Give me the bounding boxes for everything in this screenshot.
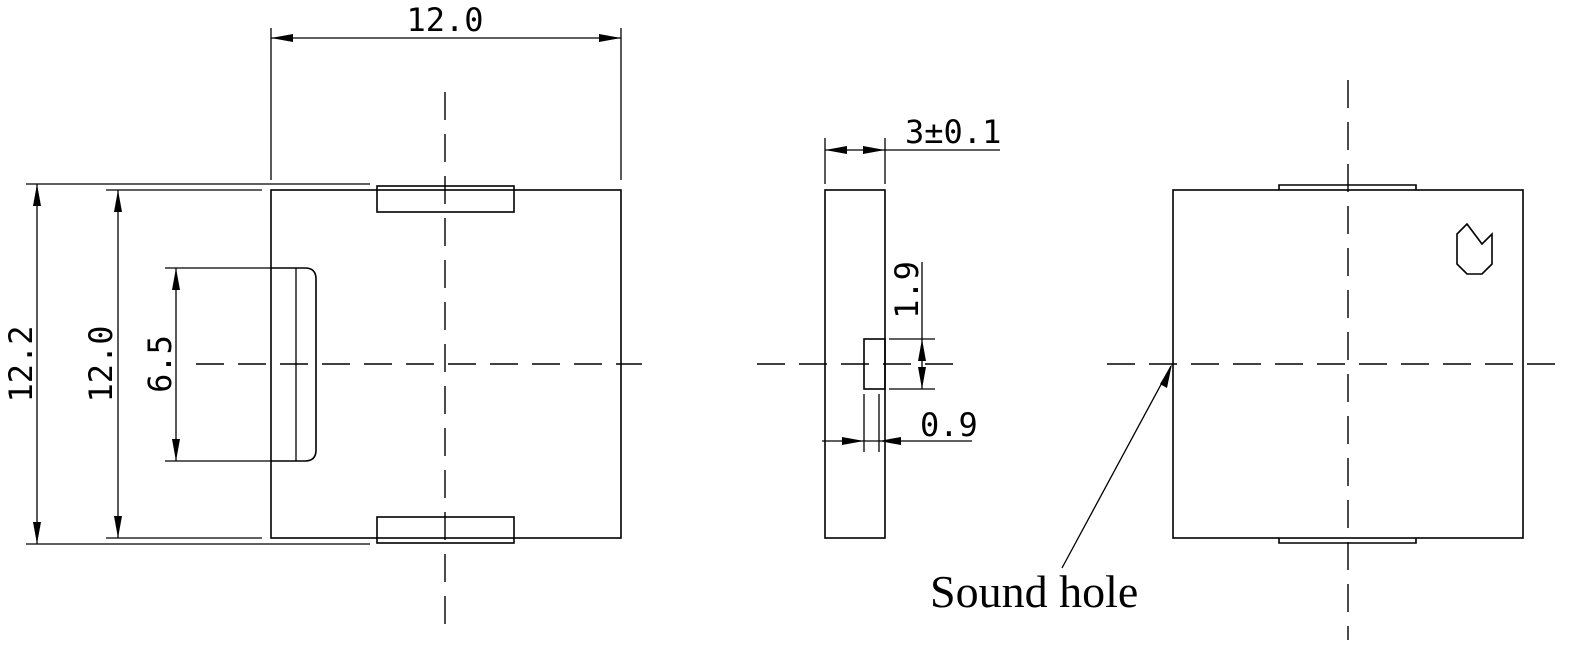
front-view: 12.0 12.2 12.0 6.5 <box>2 1 642 632</box>
pin-width-dimension-text: 1.9 <box>888 261 926 319</box>
body-height-dimension-text: 12.0 <box>82 325 120 402</box>
sound-hole-leader <box>1061 365 1172 569</box>
width-dimension-text: 12.0 <box>406 1 483 39</box>
side-terminal <box>271 267 317 462</box>
side-view: 3±0.1 1.9 0.9 <box>757 113 1001 539</box>
pin-depth-dimension-text: 0.9 <box>920 406 978 444</box>
outer-height-dimension-text: 12.2 <box>2 325 40 402</box>
octagon-hole <box>1456 222 1493 275</box>
sound-hole-label: Sound hole <box>930 566 1138 617</box>
back-view: Sound hole <box>930 80 1565 640</box>
terminal-height-dimension-text: 6.5 <box>141 335 179 393</box>
thickness-dimension-text: 3±0.1 <box>905 113 1001 151</box>
